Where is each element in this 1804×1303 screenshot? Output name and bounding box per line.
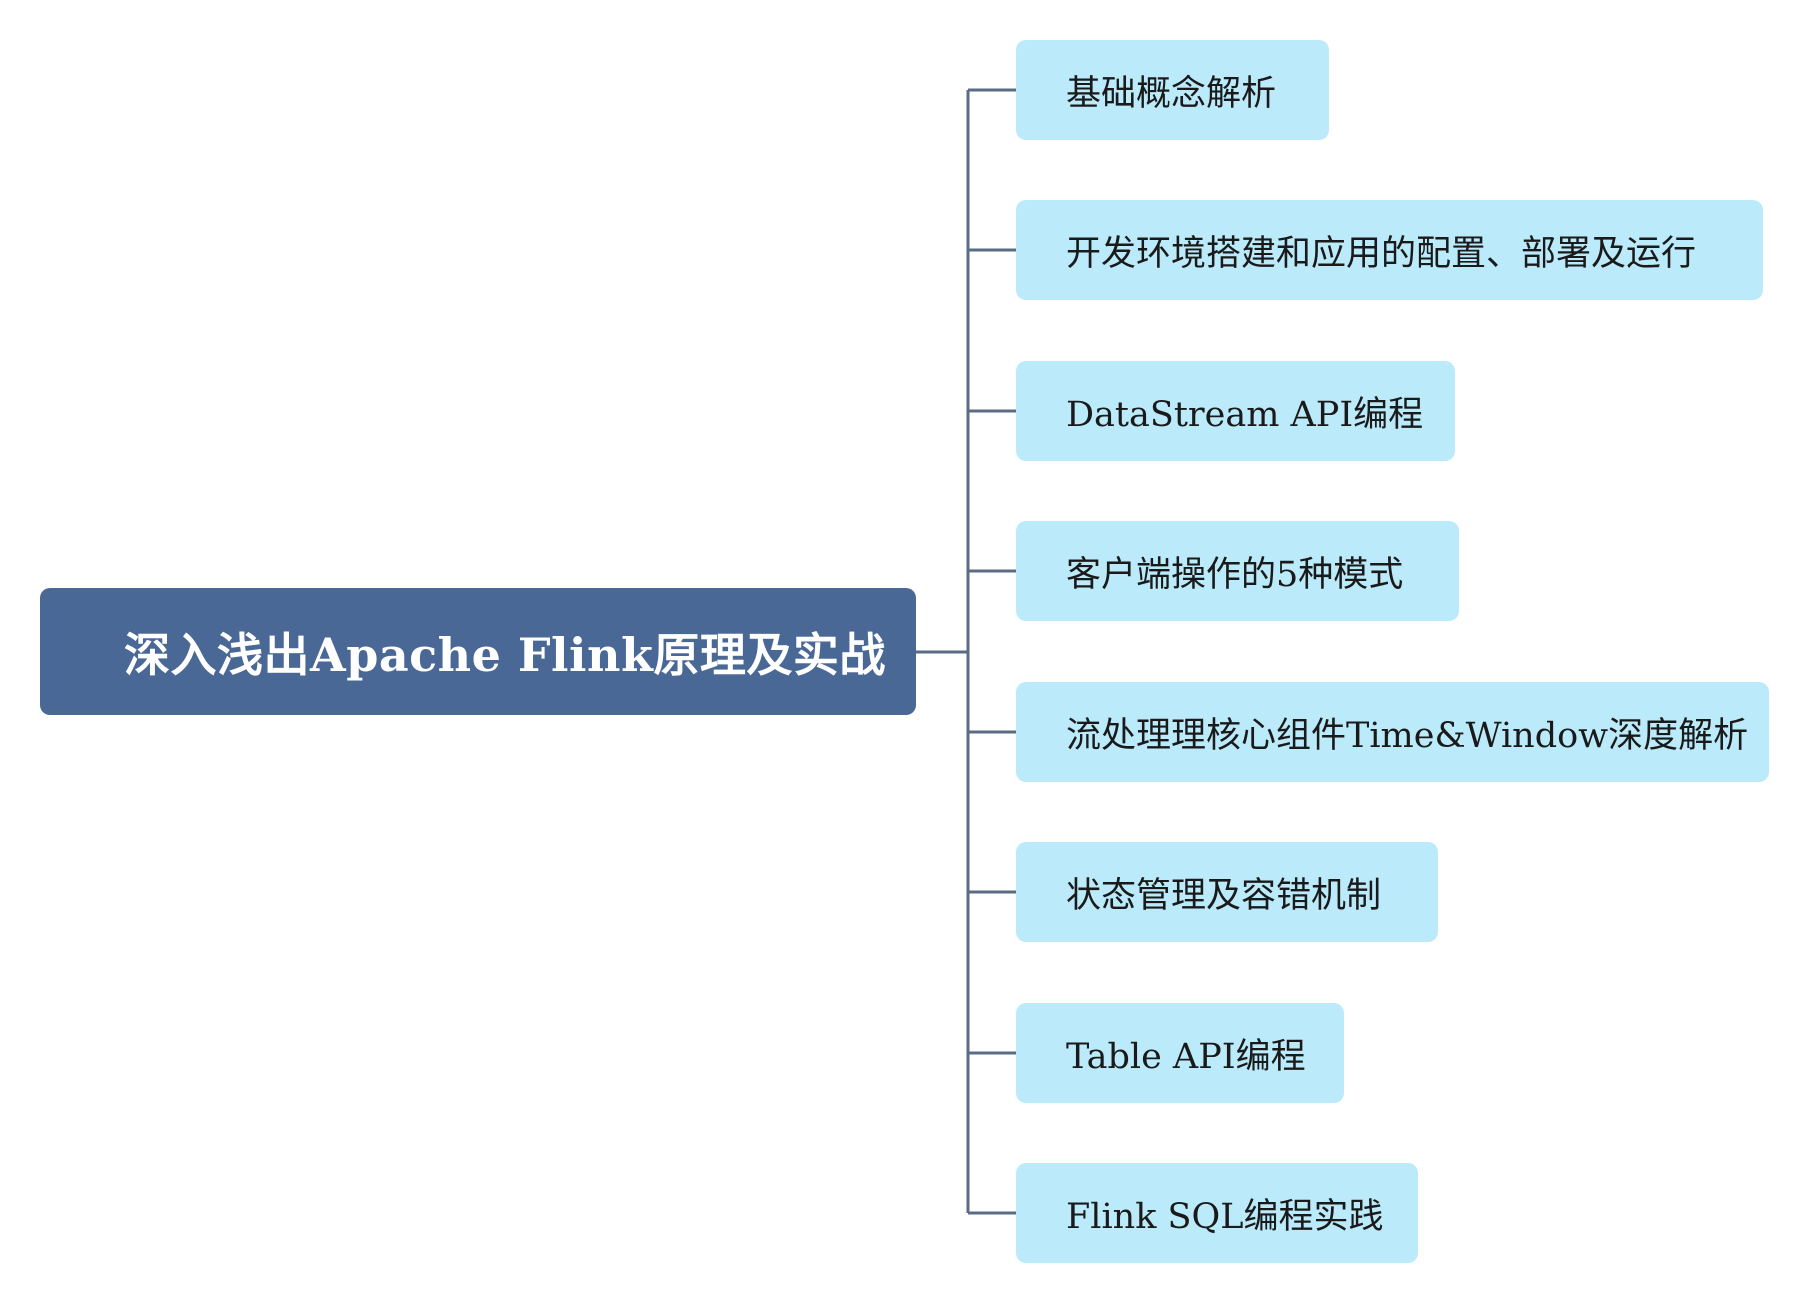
branch-label: Table API编程	[1066, 1036, 1306, 1077]
branch-node-datastream-api[interactable]: DataStream API编程	[1016, 361, 1455, 461]
branch-node-basic-concepts[interactable]: 基础概念解析	[1016, 40, 1329, 140]
branch-node-state-fault-tolerance[interactable]: 状态管理及容错机制	[1016, 842, 1438, 942]
branch-node-client-modes[interactable]: 客户端操作的5种模式	[1016, 521, 1459, 621]
root-node[interactable]: 深入浅出Apache Flink原理及实战	[40, 588, 916, 715]
branch-label: 基础概念解析	[1066, 73, 1277, 114]
branch-label: 客户端操作的5种模式	[1066, 554, 1404, 595]
branch-label: 流处理理核心组件Time&Window深度解析	[1066, 715, 1749, 756]
branch-node-flink-sql[interactable]: Flink SQL编程实践	[1016, 1163, 1418, 1263]
branch-node-time-window[interactable]: 流处理理核心组件Time&Window深度解析	[1016, 682, 1769, 782]
branch-label: 开发环境搭建和应用的配置、部署及运行	[1066, 233, 1697, 274]
branch-label: 状态管理及容错机制	[1066, 875, 1382, 916]
root-label: 深入浅出Apache Flink原理及实战	[124, 627, 886, 682]
branch-node-dev-environment[interactable]: 开发环境搭建和应用的配置、部署及运行	[1016, 200, 1763, 300]
branch-label: DataStream API编程	[1066, 394, 1424, 435]
branch-node-table-api[interactable]: Table API编程	[1016, 1003, 1344, 1103]
branch-label: Flink SQL编程实践	[1066, 1196, 1384, 1237]
